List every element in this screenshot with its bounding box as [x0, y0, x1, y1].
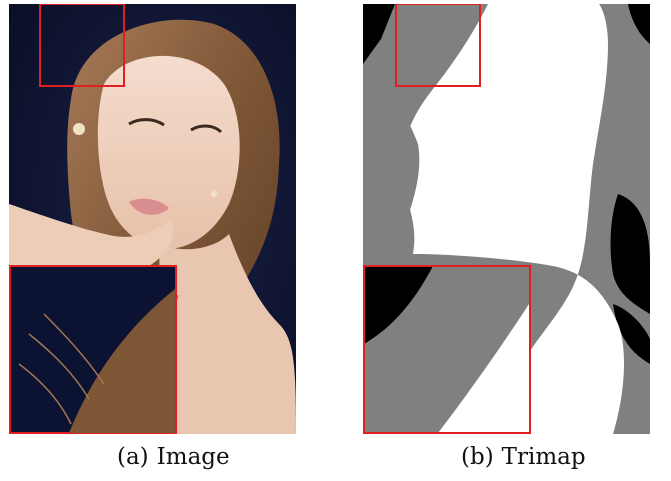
trimap-highlight-box-top — [395, 4, 481, 87]
image-panel — [9, 4, 296, 434]
trimap-background-right-low — [610, 194, 650, 314]
face — [97, 55, 240, 250]
trimap-zoom-inset — [363, 265, 531, 434]
trimap-foreground — [402, 4, 625, 434]
portrait-illustration — [9, 4, 296, 434]
caption-trimap-text: Trimap — [501, 444, 586, 470]
zoom-hair-strands — [18, 313, 105, 425]
caption-image: (a) Image — [117, 444, 230, 470]
earring-small — [211, 191, 217, 197]
caption-image-letter: (a) — [117, 444, 149, 470]
earring — [73, 123, 85, 135]
hand — [9, 204, 173, 275]
caption-image-text: Image — [156, 444, 230, 470]
neck-shoulder — [159, 234, 296, 434]
eye-right — [190, 124, 223, 134]
trimap-background-left — [363, 4, 395, 64]
caption-trimap: (b) Trimap — [461, 444, 586, 470]
zoom-hair — [69, 289, 175, 433]
trimap-background-right — [628, 4, 650, 44]
caption-trimap-letter: (b) — [461, 444, 494, 470]
lips — [129, 198, 169, 215]
eye-left — [128, 118, 165, 127]
highlight-box-top — [39, 4, 125, 87]
trimap-panel — [363, 4, 650, 434]
trimap-illustration — [363, 4, 650, 434]
trimap-background-right-bits — [613, 304, 650, 364]
trimap-unknown-hair — [363, 64, 420, 269]
